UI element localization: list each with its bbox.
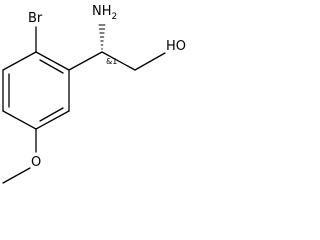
ring-bond-6	[2, 51, 37, 71]
methoxy-o-label: O	[31, 155, 41, 170]
molecule-structure: Br NH2 &1 HO O	[2, 4, 186, 184]
stereo-label: &1	[106, 57, 117, 66]
ring-bond-3	[35, 110, 70, 130]
ring-double-bond-2	[39, 107, 64, 122]
bromine-label: Br	[28, 11, 43, 26]
ring-bond-1	[35, 51, 70, 71]
hydroxyl-label: HO	[166, 39, 186, 54]
ring-double-bond-1	[39, 59, 64, 74]
structure-canvas: Br NH2 &1 HO O	[0, 0, 195, 193]
ch2-to-o-bond	[134, 52, 166, 71]
amine-label: NH2	[92, 4, 117, 22]
o-to-methyl-bond	[2, 167, 31, 184]
ring-bond-4	[2, 110, 37, 130]
hashed-wedge-bond	[98, 24, 106, 50]
chiral-to-ch2-bond	[101, 51, 136, 71]
benzene-ring	[2, 51, 70, 130]
ring-to-chiral-bond	[68, 51, 103, 71]
